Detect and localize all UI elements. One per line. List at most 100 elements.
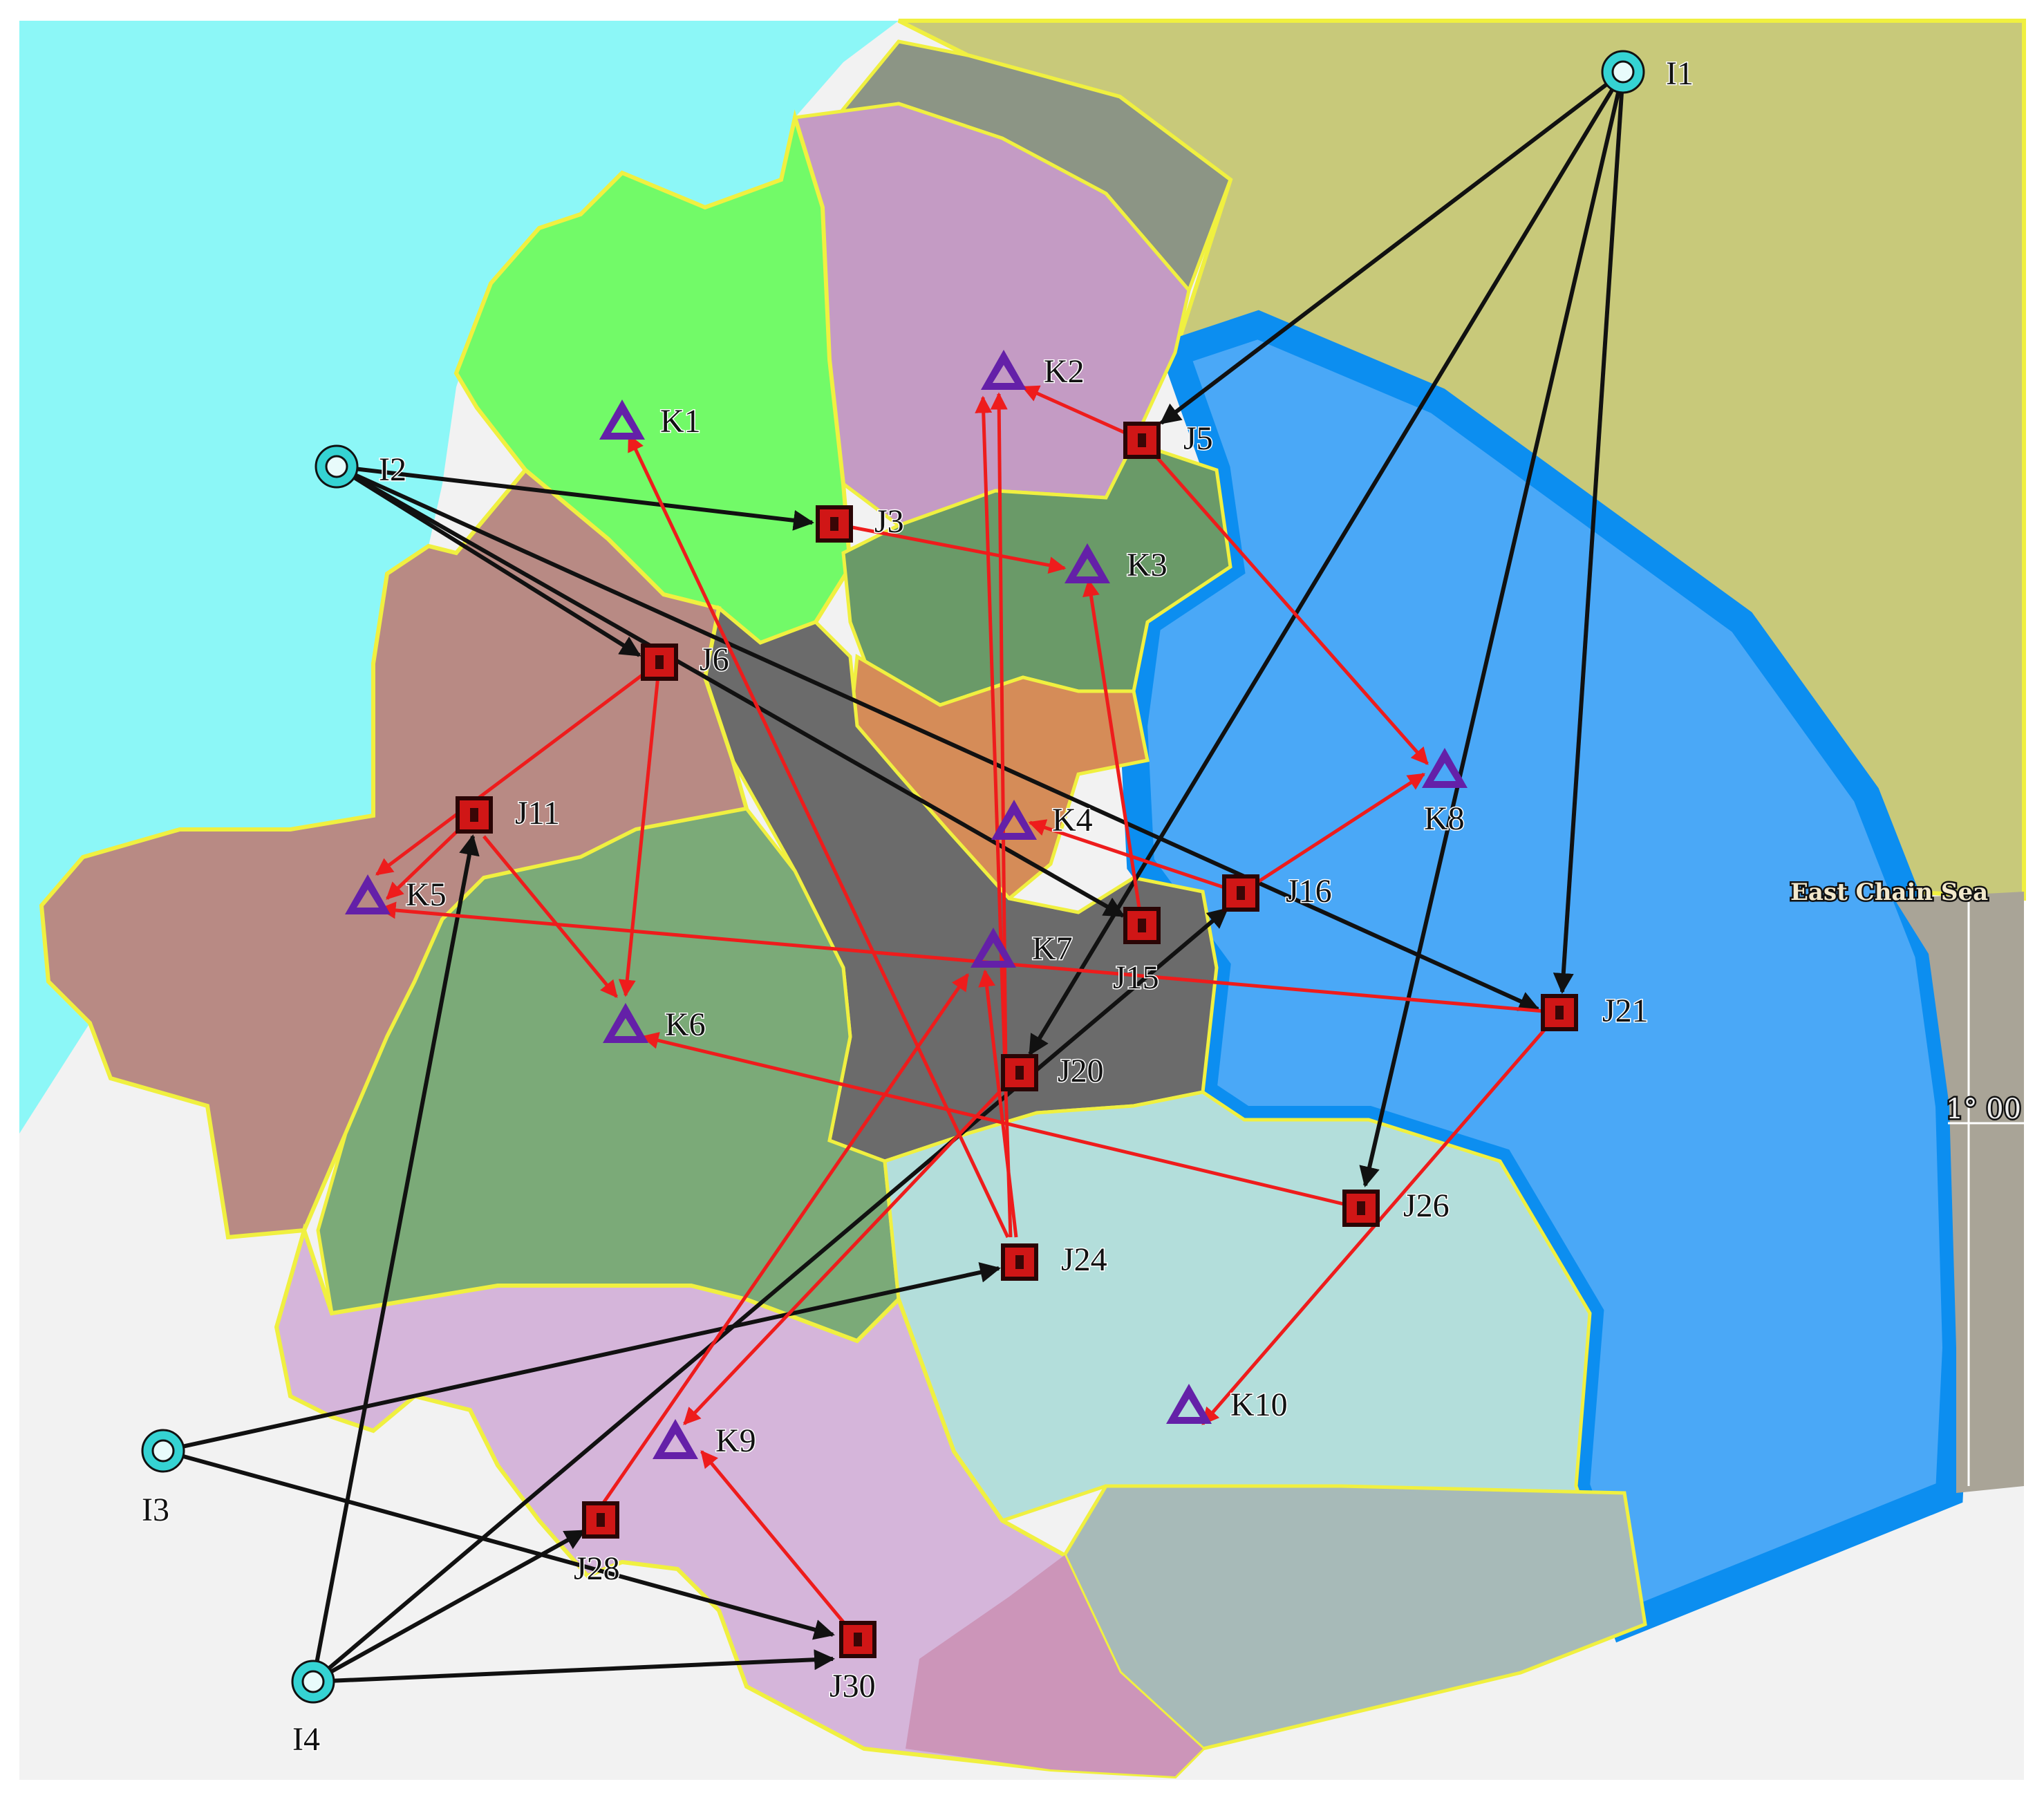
edge-I1-J20[interactable] bbox=[1028, 71, 1625, 1056]
node-label: K4 bbox=[1052, 802, 1093, 838]
edge-I4-J30[interactable] bbox=[312, 1649, 835, 1684]
edge-I4-J11[interactable] bbox=[311, 834, 480, 1682]
demand-node-K2[interactable]: K2 bbox=[981, 350, 1085, 391]
node-label: J6 bbox=[700, 641, 729, 678]
supply-node-I1[interactable]: I1 bbox=[1601, 50, 1694, 94]
node-label: J30 bbox=[829, 1668, 876, 1704]
transfer-node-J24[interactable]: J24 bbox=[1001, 1241, 1108, 1281]
transfer-node-J3[interactable]: J3 bbox=[816, 502, 905, 543]
coordinate-label: 1° 00 bbox=[1946, 1093, 2021, 1125]
triangle-icon bbox=[653, 1419, 698, 1459]
demand-node-K7[interactable]: K7 bbox=[971, 928, 1073, 968]
edge-J26-K6[interactable] bbox=[641, 1032, 1362, 1210]
square-core bbox=[655, 655, 664, 669]
circle-icon bbox=[325, 455, 348, 478]
transfer-node-J6[interactable]: J6 bbox=[641, 641, 730, 681]
square-icon bbox=[456, 796, 493, 834]
node-label: J5 bbox=[1183, 420, 1213, 457]
node-label: K1 bbox=[660, 403, 701, 440]
edge-J28-K7[interactable] bbox=[599, 973, 970, 1508]
edge-I4-J28[interactable] bbox=[312, 1529, 586, 1684]
edge-J24-K1[interactable] bbox=[627, 433, 1010, 1239]
triangle-icon bbox=[1422, 748, 1468, 788]
square-core bbox=[1357, 1201, 1365, 1215]
edge-J5-K2[interactable] bbox=[1021, 385, 1143, 442]
node-label: I1 bbox=[1666, 55, 1694, 92]
edge-J20-K9[interactable] bbox=[683, 1080, 1011, 1425]
demand-node-K6[interactable]: K6 bbox=[603, 1003, 706, 1044]
triangle-icon bbox=[599, 400, 645, 440]
demand-node-K10[interactable]: K10 bbox=[1166, 1384, 1288, 1425]
transfer-node-J11[interactable]: J11 bbox=[456, 794, 561, 834]
edge-I2-J15[interactable] bbox=[335, 464, 1125, 918]
transfer-node-J21[interactable]: J21 bbox=[1541, 992, 1649, 1031]
west-sea bbox=[19, 21, 899, 1134]
supply-node-I2[interactable]: I2 bbox=[315, 444, 407, 489]
triangle-icon bbox=[991, 800, 1037, 840]
node-label: J3 bbox=[874, 503, 904, 540]
edge-J6-K5[interactable] bbox=[375, 661, 661, 876]
node-label: J28 bbox=[574, 1550, 620, 1587]
edge-J6-K6[interactable] bbox=[618, 661, 662, 997]
triangle-icon bbox=[981, 350, 1026, 390]
square-core bbox=[470, 808, 478, 822]
node-label: J15 bbox=[1113, 959, 1159, 996]
transfer-node-J28[interactable]: J28 bbox=[573, 1501, 621, 1588]
square-core bbox=[597, 1513, 605, 1527]
edge-I2-J3[interactable] bbox=[336, 464, 814, 531]
edge-I4-J16[interactable] bbox=[312, 907, 1229, 1684]
triangle-icon bbox=[345, 874, 391, 914]
node-label: I4 bbox=[292, 1721, 320, 1758]
edge-J15-K3[interactable] bbox=[1082, 579, 1144, 926]
transfer-node-J20[interactable]: J20 bbox=[1001, 1052, 1105, 1091]
supply-node-I3[interactable]: I3 bbox=[141, 1429, 185, 1530]
triangle-icon bbox=[1166, 1384, 1212, 1424]
edge-I3-J30[interactable] bbox=[162, 1449, 835, 1640]
edge-J21-K10[interactable] bbox=[1201, 1011, 1561, 1425]
sea-label: East Chain Sea bbox=[1790, 878, 1988, 906]
transfer-node-J16[interactable]: J16 bbox=[1222, 872, 1333, 912]
edge-I2-J6[interactable] bbox=[335, 464, 641, 657]
square-icon bbox=[1342, 1190, 1380, 1227]
edge-J5-K8[interactable] bbox=[1141, 439, 1429, 765]
demand-node-K9[interactable]: K9 bbox=[653, 1419, 757, 1460]
demand-node-K1[interactable]: K1 bbox=[599, 400, 702, 441]
node-label: K8 bbox=[1424, 800, 1465, 837]
demand-node-K5[interactable]: K5 bbox=[345, 874, 447, 914]
edge-J16-K8[interactable] bbox=[1239, 772, 1426, 895]
edge-I1-J21[interactable] bbox=[1553, 71, 1625, 994]
edge-J24-K2[interactable] bbox=[975, 395, 1013, 1238]
edge-I3-J24[interactable] bbox=[162, 1262, 1001, 1453]
pink-region-south bbox=[906, 1555, 1203, 1776]
transfer-nodes: J3 J5 J6 J11 J15 J16 J20 J21 J24 J26 J28… bbox=[456, 420, 1649, 1706]
square-core bbox=[830, 517, 838, 531]
edge-J3-K3[interactable] bbox=[834, 522, 1067, 574]
transfer-node-J30[interactable]: J30 bbox=[829, 1621, 876, 1706]
edge-J30-K9[interactable] bbox=[700, 1450, 859, 1641]
edge-J21-K5[interactable] bbox=[378, 901, 1560, 1015]
demand-node-K4[interactable]: K4 bbox=[991, 800, 1094, 840]
triangle-icon bbox=[603, 1003, 648, 1043]
transfer-node-J5[interactable]: J5 bbox=[1123, 420, 1214, 459]
demand-node-K3[interactable]: K3 bbox=[1065, 543, 1168, 585]
demand-node-K8[interactable]: K8 bbox=[1422, 748, 1468, 838]
triangle-icon bbox=[1065, 543, 1110, 583]
square-core bbox=[1237, 886, 1245, 900]
circle-icon bbox=[301, 1670, 325, 1693]
supply-node-I4[interactable]: I4 bbox=[291, 1660, 335, 1759]
square-core bbox=[854, 1633, 862, 1646]
node-label: J16 bbox=[1286, 873, 1332, 910]
edge-J16-K4[interactable] bbox=[1028, 819, 1241, 895]
node-label: K5 bbox=[406, 876, 447, 913]
transfer-node-J15[interactable]: J15 bbox=[1112, 907, 1161, 997]
transfer-node-J26[interactable]: J26 bbox=[1342, 1187, 1450, 1227]
supply-nodes: I1 I2 I3 I4 bbox=[141, 50, 1694, 1759]
node-label: K3 bbox=[1127, 547, 1168, 583]
edge-J11-K6[interactable] bbox=[482, 835, 618, 998]
edge-I1-J5[interactable] bbox=[1159, 70, 1624, 425]
circle-icon bbox=[151, 1439, 175, 1463]
edge-I2-J21[interactable] bbox=[335, 464, 1540, 1011]
edge-J24-K7[interactable] bbox=[978, 969, 1018, 1238]
triangle-icon bbox=[971, 928, 1016, 968]
